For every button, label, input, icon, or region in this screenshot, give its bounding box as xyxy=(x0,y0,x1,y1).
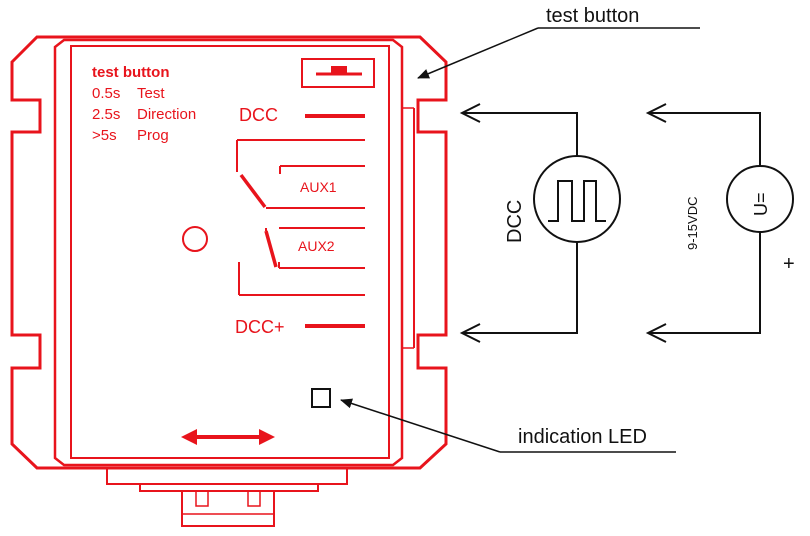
bottom-connector xyxy=(106,467,348,527)
dc-voltage-label: 9-15VDC xyxy=(685,197,700,250)
callout-indication-led: indication LED xyxy=(340,398,676,453)
callout-indication-led-label: indication LED xyxy=(518,426,647,448)
legend-row-action: Prog xyxy=(137,127,169,144)
legend-row-time: 2.5s xyxy=(92,106,120,123)
module-inner-frame xyxy=(53,38,404,467)
dcc-source: DCC xyxy=(459,103,621,343)
mounting-hole xyxy=(182,226,208,252)
callout-test-button-label: test button xyxy=(546,5,639,27)
decoder-module: test button 0.5s Test 2.5s Direction >5s… xyxy=(10,35,448,527)
legend-row-action: Test xyxy=(137,85,165,102)
terminal-aux1-label: AUX1 xyxy=(300,179,337,195)
legend-row-action: Direction xyxy=(137,106,196,123)
test-button-symbol xyxy=(301,58,375,88)
plus-sign-label: + xyxy=(783,253,795,275)
dc-source-circle xyxy=(726,165,794,233)
terminal-dcc-plus-label: DCC+ xyxy=(235,317,285,337)
legend-row-time: 0.5s xyxy=(92,85,120,102)
dcc-source-label: DCC xyxy=(504,200,526,243)
module-label-panel xyxy=(70,45,390,459)
module-housing-outline xyxy=(10,35,448,470)
direction-arrow xyxy=(181,429,275,445)
dc-source: U= 9-15VDC + xyxy=(645,103,795,343)
square-wave-icon xyxy=(548,180,606,222)
terminal-aux2-label: AUX2 xyxy=(298,238,335,254)
indication-led-square xyxy=(311,388,331,408)
terminal-dcc-label: DCC xyxy=(239,105,278,125)
legend-row-time: >5s xyxy=(92,127,117,144)
dc-symbol-label: U= xyxy=(751,192,771,216)
aux-switch-circuit: AUX1 AUX2 xyxy=(236,139,365,296)
callout-test-button: test button xyxy=(417,5,700,79)
legend-title: test button xyxy=(92,64,169,81)
dcc-source-circle xyxy=(533,155,621,243)
